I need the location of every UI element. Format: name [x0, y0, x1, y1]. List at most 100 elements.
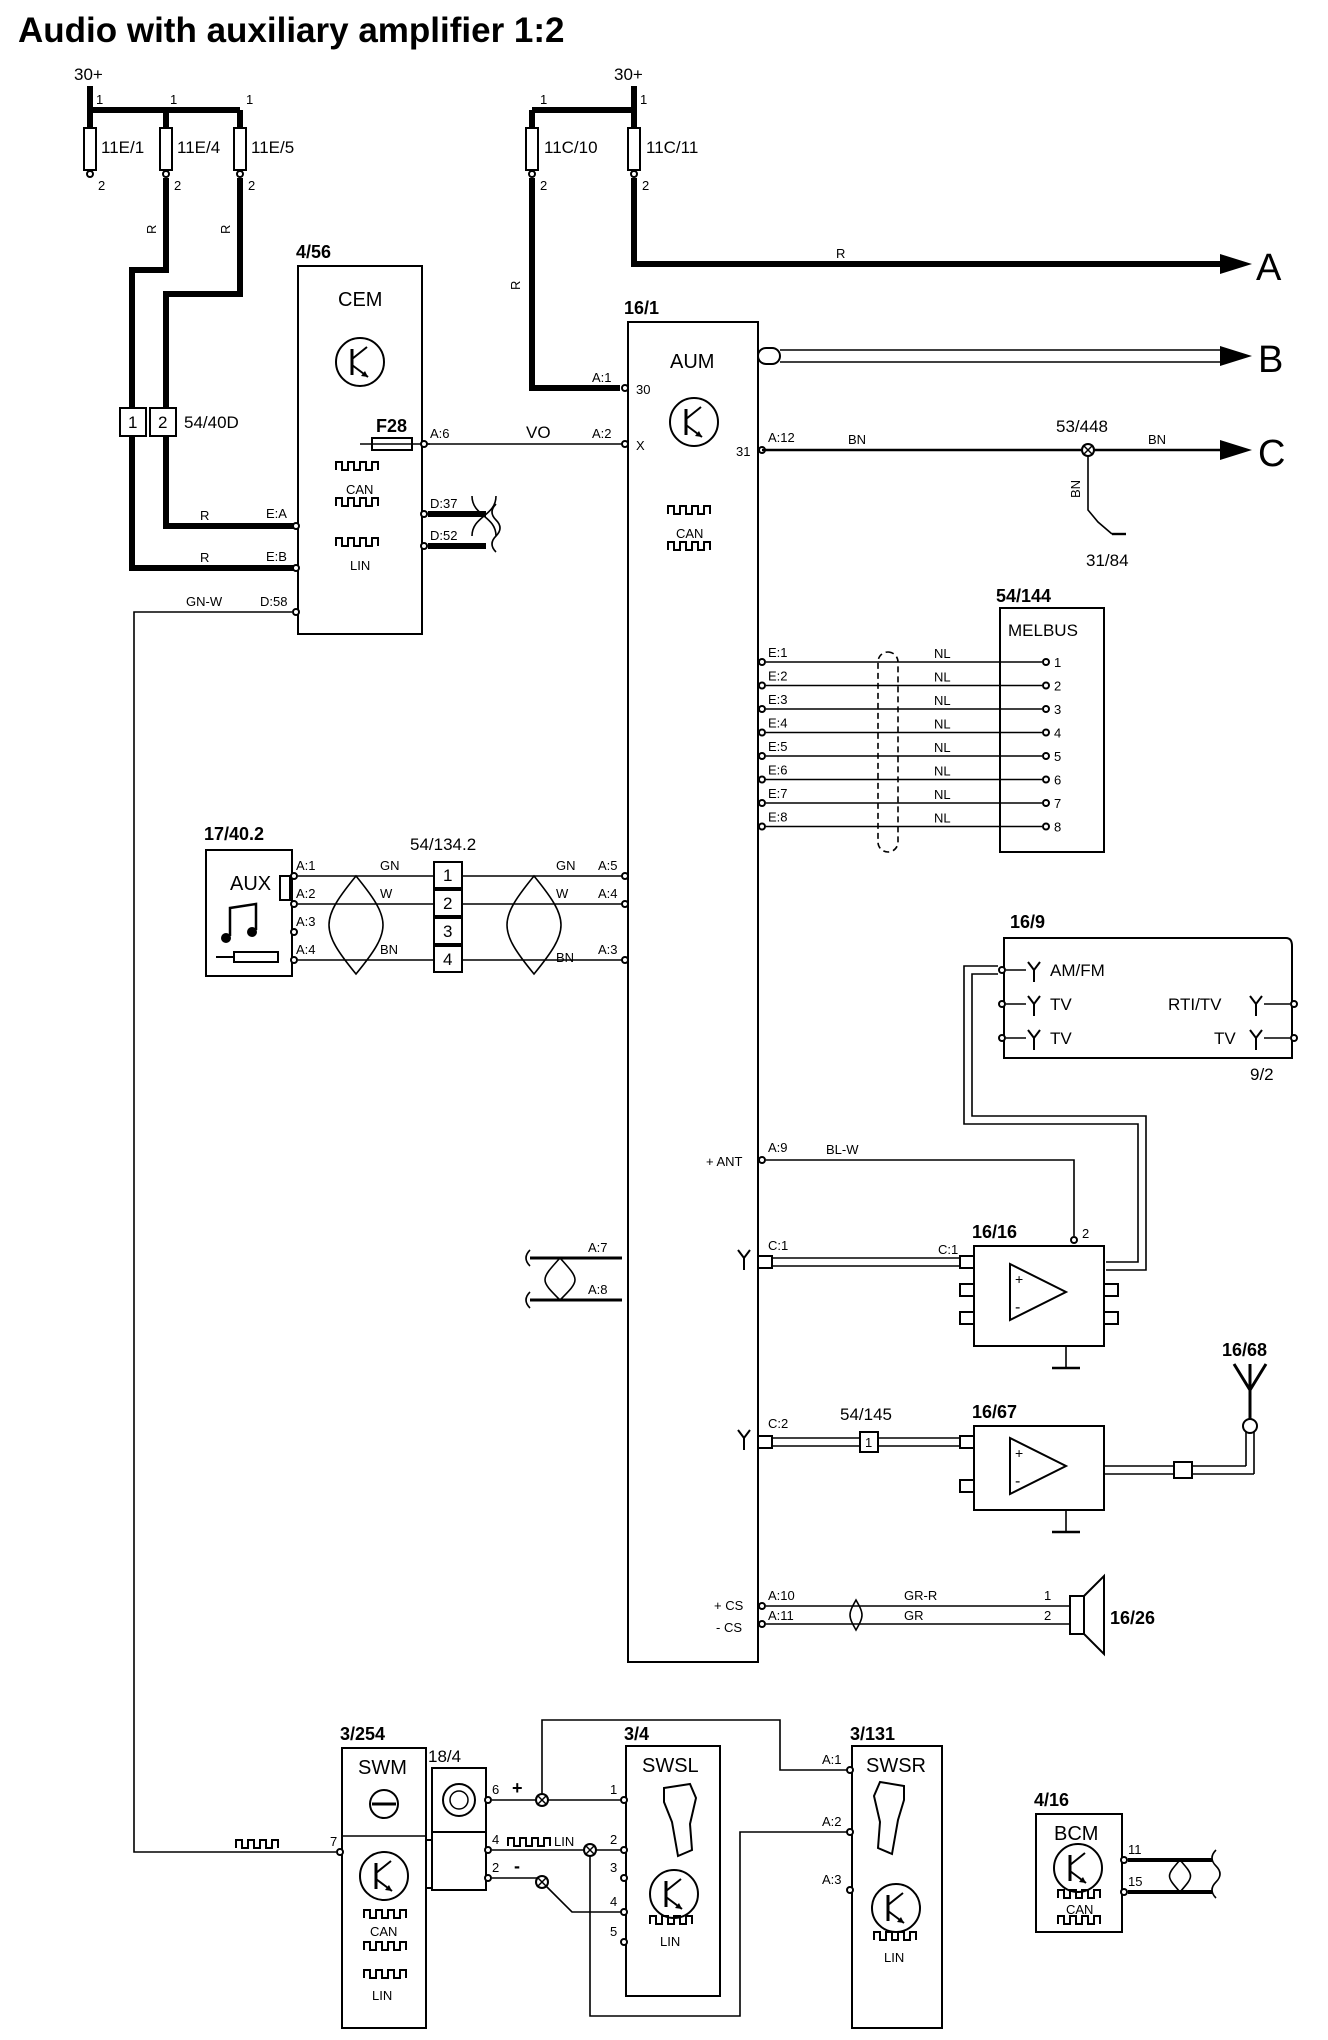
fuse-pin: 2 [174, 178, 181, 193]
pin-label: E:6 [768, 763, 788, 778]
antenna-ref: 16/9 [1010, 912, 1045, 932]
wire-color: BN [1148, 432, 1166, 447]
fuse-label: 11C/11 [646, 138, 698, 157]
switch-wiring: LIN [492, 1719, 848, 2017]
pin-terminal [758, 705, 766, 713]
cem-name: CEM [338, 289, 382, 311]
pin-terminal [758, 775, 766, 784]
pin-label: 15 [1128, 1874, 1142, 1889]
fuse-label: 11E/4 [177, 138, 220, 157]
can-label: CAN [1066, 1902, 1093, 1917]
fuse-label: 11C/10 [544, 138, 598, 157]
fuse-pin: 1 [640, 92, 647, 107]
wire-color: R [508, 281, 523, 290]
clock-ref: 18/4 [428, 1747, 461, 1766]
supply-label-left: 30+ [74, 65, 103, 84]
swm-name: SWM [358, 1757, 407, 1779]
antenna-sub: 9/2 [1250, 1065, 1274, 1084]
melbus-pin: 2 [1054, 679, 1061, 694]
signal-icon [507, 1837, 551, 1847]
supply-label-right: 30+ [614, 65, 643, 84]
antenna-icon [737, 1249, 751, 1270]
pin-label: 2 [610, 1832, 617, 1847]
pin-label: A:7 [588, 1240, 608, 1255]
aux-name: AUX [230, 873, 271, 895]
plus-sign: + [512, 1778, 523, 1798]
swsl-name: SWSL [642, 1755, 699, 1777]
pin-label: A:3 [822, 1872, 842, 1887]
speaker-icon [1083, 1573, 1105, 1657]
pin-label: 4 [610, 1894, 617, 1909]
wire-color: GN-W [186, 594, 223, 609]
pin-label: 7 [330, 1834, 337, 1849]
jack-plug-icon [233, 951, 279, 963]
wire-color: BN [848, 432, 866, 447]
wire-color: GN [380, 858, 400, 873]
signal-icon [235, 1839, 279, 1849]
pin-terminal [1042, 658, 1050, 666]
fuse-11e1 [83, 127, 97, 171]
antenna-module: 16/9 AM/FM TV TV RTI/TV TV 9/2 [963, 912, 1298, 1271]
pin-terminal [1042, 799, 1050, 807]
pin-terminal [758, 799, 766, 807]
wire-color: R [218, 225, 233, 234]
pin-label: - CS [716, 1620, 742, 1635]
melbus-ref: 54/144 [996, 586, 1051, 606]
pin-label: C:1 [768, 1238, 788, 1253]
wire-color: VO [526, 423, 551, 442]
pin-label: 3 [610, 1860, 617, 1875]
pin-label: D:58 [260, 594, 287, 609]
connector-label: 54/145 [840, 1405, 892, 1424]
pin-label: E:7 [768, 786, 788, 801]
fuse-pin: 2 [642, 178, 649, 193]
wire-color: NL [934, 670, 951, 685]
swsr-module: 3/131 SWSR LIN A:1 A:2 A:3 [822, 1724, 943, 2029]
pin-label: A:6 [430, 426, 450, 441]
pin-label: A:3 [296, 914, 316, 929]
fuse-11c10 [525, 127, 539, 171]
pin-label: C:2 [768, 1416, 788, 1431]
cem-ref: 4/56 [296, 242, 331, 262]
aux-ref: 17/40.2 [204, 824, 264, 844]
amp-ref: 16/16 [972, 1222, 1017, 1242]
swsr-ref: 3/131 [850, 1724, 895, 1744]
can-label: CAN [346, 482, 373, 497]
wire-color: R [836, 246, 845, 261]
pin-label: 2 [492, 1860, 499, 1875]
stalk-switch-icon [872, 1780, 905, 1856]
pin-label: A:3 [598, 942, 618, 957]
pin-label: A:11 [768, 1608, 794, 1623]
bcm-module: 4/16 BCM CAN 11 15 [1034, 1790, 1221, 1933]
connector-pin: 2 [158, 413, 167, 432]
fuse-pin: 1 [540, 92, 547, 107]
pin-label: A:2 [822, 1814, 842, 1829]
wire-color: BN [1068, 480, 1083, 498]
antenna-tv: TV [1214, 1029, 1236, 1048]
pin-label: E:3 [768, 692, 788, 707]
melbus-name: MELBUS [1008, 621, 1078, 640]
pin-label: E:2 [768, 669, 788, 684]
connector-pin: 1 [443, 866, 452, 885]
wire-color: NL [934, 717, 951, 732]
swm-ref: 3/254 [340, 1724, 385, 1744]
wire-color: GR [904, 1608, 924, 1623]
antenna-icon [1027, 961, 1263, 1050]
speaker-wiring: + CS - CS A:10 A:11 GR-R GR 1 2 16/26 [714, 1573, 1155, 1657]
wire-color: W [380, 886, 393, 901]
clock-spring-18-4: 18/4 6 4 2 + - [428, 1747, 523, 1891]
fuse-pin: 2 [248, 178, 255, 193]
fuse-group-left: 30+ 1 1 1 11E/1 11E/4 11E/5 2 2 2 R R 1 … [74, 65, 294, 571]
pin-label: 30 [636, 382, 650, 397]
pin-terminal [758, 658, 766, 666]
wire-color: LIN [554, 1834, 574, 1849]
fuse-pin: 1 [246, 92, 253, 107]
pin-label: 2 [1082, 1226, 1089, 1241]
transistor-icon [870, 1882, 922, 1934]
antenna-am-fm: AM/FM [1050, 961, 1105, 980]
pin-label: E:5 [768, 739, 788, 754]
page-title: Audio with auxiliary amplifier 1:2 [18, 11, 565, 50]
pin-label: A:1 [296, 858, 316, 873]
swsl-ref: 3/4 [624, 1724, 649, 1744]
swm-module: 3/254 SWM CAN LIN 7 [330, 1724, 433, 2029]
aux-module: 17/40.2 AUX A:1 A:2 A:3 A:4 [204, 824, 316, 977]
